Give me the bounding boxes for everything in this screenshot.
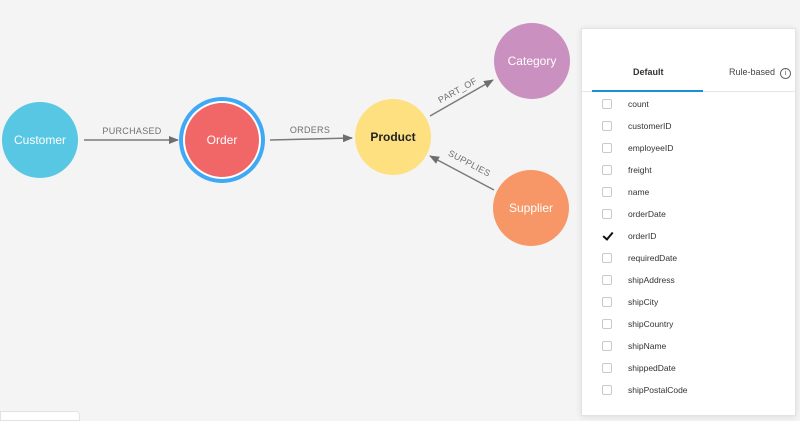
property-list: count customerID employeeID freight name… [582, 95, 795, 403]
property-row-name[interactable]: name [582, 183, 795, 205]
property-label: shipCountry [628, 319, 674, 329]
property-row-orderid[interactable]: orderID [582, 227, 795, 249]
property-label: shipCity [628, 297, 659, 307]
tab-rule-based-label: Rule-based [729, 67, 776, 77]
property-label: name [628, 187, 650, 197]
active-tab-indicator [592, 90, 703, 92]
property-label: customerID [628, 121, 672, 131]
property-checkbox-checked[interactable] [602, 231, 612, 241]
property-row-customerid[interactable]: customerID [582, 117, 795, 139]
node-label-order: Order [207, 133, 238, 147]
property-checkbox[interactable] [602, 363, 612, 373]
property-row-shippeddate[interactable]: shippedDate [582, 359, 795, 381]
tab-default[interactable]: Default [633, 67, 664, 77]
property-label: shipName [628, 341, 667, 351]
property-label: orderDate [628, 209, 666, 219]
property-label: requiredDate [628, 253, 678, 263]
property-panel: Default Rule-based i count customerID emp… [581, 28, 796, 416]
node-product[interactable]: Product [355, 99, 431, 175]
property-row-requireddate[interactable]: requiredDate [582, 249, 795, 271]
edge-label-supplies: SUPPLIES [447, 148, 493, 179]
edge-supplies[interactable]: SUPPLIES [429, 148, 495, 191]
property-row-orderdate[interactable]: orderDate [582, 205, 795, 227]
node-supplier[interactable]: Supplier [493, 170, 569, 246]
info-icon[interactable]: i [780, 68, 792, 79]
property-label: shippedDate [628, 363, 676, 373]
property-label: shipAddress [628, 275, 675, 285]
edge-part-of[interactable]: PART_OF [429, 76, 494, 117]
property-row-shipcity[interactable]: shipCity [582, 293, 795, 315]
node-order[interactable]: Order [179, 97, 265, 183]
property-checkbox[interactable] [602, 341, 612, 351]
property-label: count [628, 99, 649, 109]
property-row-shipname[interactable]: shipName [582, 337, 795, 359]
property-label: orderID [628, 231, 657, 241]
property-checkbox[interactable] [602, 275, 612, 285]
property-label: shipPostalCode [628, 385, 688, 395]
property-checkbox[interactable] [602, 121, 612, 131]
property-checkbox[interactable] [602, 385, 612, 395]
property-label: employeeID [628, 143, 674, 153]
property-row-employeeid[interactable]: employeeID [582, 139, 795, 161]
property-checkbox[interactable] [602, 187, 612, 197]
node-label-category: Category [508, 54, 557, 68]
property-checkbox[interactable] [602, 253, 612, 263]
tab-rule-based[interactable]: Rule-based i [729, 67, 792, 79]
property-checkbox[interactable] [602, 99, 612, 109]
property-checkbox[interactable] [602, 209, 612, 219]
node-customer[interactable]: Customer [2, 102, 78, 178]
property-row-shipaddress[interactable]: shipAddress [582, 271, 795, 293]
node-label-supplier: Supplier [509, 201, 553, 215]
panel-tabs: Default Rule-based i [582, 29, 795, 92]
node-label-customer: Customer [14, 133, 66, 147]
property-checkbox[interactable] [602, 319, 612, 329]
property-row-shipcountry[interactable]: shipCountry [582, 315, 795, 337]
node-label-product: Product [370, 130, 415, 144]
property-label: freight [628, 165, 652, 175]
property-checkbox[interactable] [602, 165, 612, 175]
bottom-left-widget[interactable] [0, 411, 80, 421]
property-checkbox[interactable] [602, 143, 612, 153]
property-row-count[interactable]: count [582, 95, 795, 117]
edge-purchased[interactable]: PURCHASED [84, 126, 179, 144]
edge-orders[interactable]: ORDERS [269, 125, 353, 143]
property-row-shippostalcode[interactable]: shipPostalCode [582, 381, 795, 403]
property-row-freight[interactable]: freight [582, 161, 795, 183]
edge-label-purchased: PURCHASED [102, 126, 161, 136]
node-category[interactable]: Category [494, 23, 570, 99]
edge-label-orders: ORDERS [290, 125, 330, 135]
property-checkbox[interactable] [602, 297, 612, 307]
